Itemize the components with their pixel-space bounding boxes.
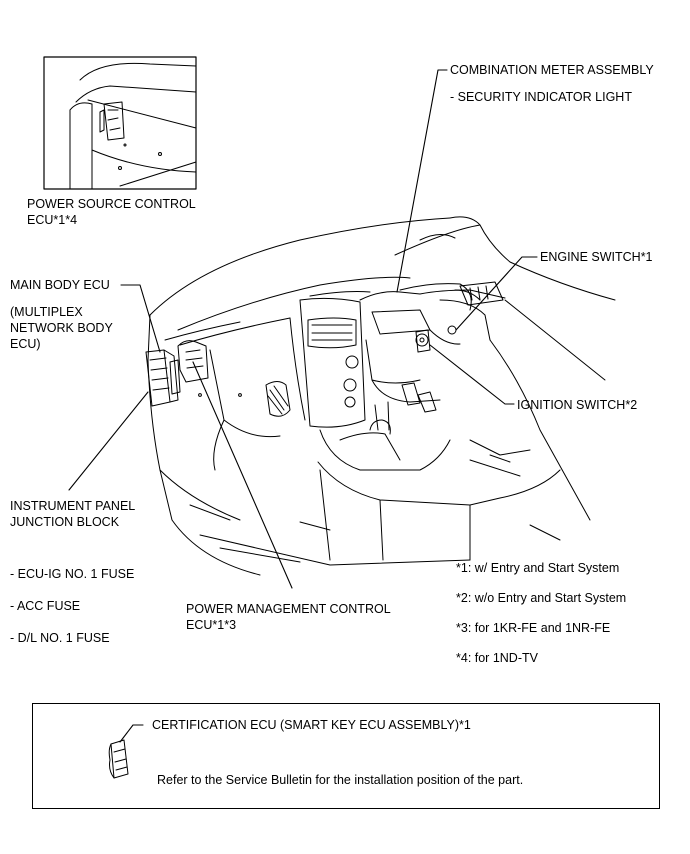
leader-combination-meter xyxy=(396,69,448,293)
inset-detail-view xyxy=(43,56,197,190)
label-fuse-dl: - D/L NO. 1 FUSE xyxy=(10,631,110,645)
label-multiplex-line1: (MULTIPLEX xyxy=(10,305,83,319)
label-power-source-line1: POWER SOURCE CONTROL xyxy=(27,197,196,211)
leader-power-management xyxy=(192,361,293,589)
leader-instrument-panel xyxy=(68,391,149,491)
label-power-management-line1: POWER MANAGEMENT CONTROL xyxy=(186,602,391,616)
label-main-body-ecu: MAIN BODY ECU xyxy=(10,278,110,292)
label-multiplex-line3: ECU) xyxy=(10,337,41,351)
footnote-1: *1: w/ Entry and Start System xyxy=(456,561,620,575)
label-fuse-ecu-ig: - ECU-IG NO. 1 FUSE xyxy=(10,567,135,581)
certification-ecu-box xyxy=(32,703,660,809)
label-multiplex: (MULTIPLEX NETWORK BODY ECU) xyxy=(10,304,113,352)
label-security-indicator: - SECURITY INDICATOR LIGHT xyxy=(450,90,632,104)
footnote-3: *3: for 1KR-FE and 1NR-FE xyxy=(456,621,611,635)
label-instrument-panel-line2: JUNCTION BLOCK xyxy=(10,515,120,529)
leader-certification-ecu xyxy=(119,724,144,743)
label-certification-ecu: CERTIFICATION ECU (SMART KEY ECU ASSEMBL… xyxy=(152,718,471,732)
certification-ecu-icon xyxy=(108,739,129,779)
label-power-source-line2: ECU*1*4 xyxy=(27,213,78,227)
footnote-2: *2: w/o Entry and Start System xyxy=(456,591,627,605)
leader-engine-switch xyxy=(455,256,538,331)
leader-ignition-switch xyxy=(429,344,515,405)
label-power-source-control: POWER SOURCE CONTROL ECU*1*4 xyxy=(27,196,196,228)
label-combination-meter: COMBINATION METER ASSEMBLY xyxy=(450,63,654,77)
label-power-management: POWER MANAGEMENT CONTROL ECU*1*3 xyxy=(186,601,391,633)
ignition-switch-part xyxy=(415,329,431,353)
label-refer-note: Refer to the Service Bulletin for the in… xyxy=(157,773,524,787)
label-ignition-switch: IGNITION SWITCH*2 xyxy=(517,398,638,412)
label-multiplex-line2: NETWORK BODY xyxy=(10,321,113,335)
label-fuse-acc: - ACC FUSE xyxy=(10,599,81,613)
leader-main-body-ecu xyxy=(120,284,161,353)
footnote-4: *4: for 1ND-TV xyxy=(456,651,538,665)
main-body-ecu-part xyxy=(145,349,179,407)
label-instrument-panel-line1: INSTRUMENT PANEL xyxy=(10,499,136,513)
label-engine-switch: ENGINE SWITCH*1 xyxy=(540,250,653,264)
label-instrument-panel: INSTRUMENT PANEL JUNCTION BLOCK xyxy=(10,498,135,530)
label-power-management-line2: ECU*1*3 xyxy=(186,618,237,632)
leader-lines xyxy=(68,69,538,743)
dashboard-outline xyxy=(147,216,616,576)
power-management-ecu-part xyxy=(169,340,209,395)
